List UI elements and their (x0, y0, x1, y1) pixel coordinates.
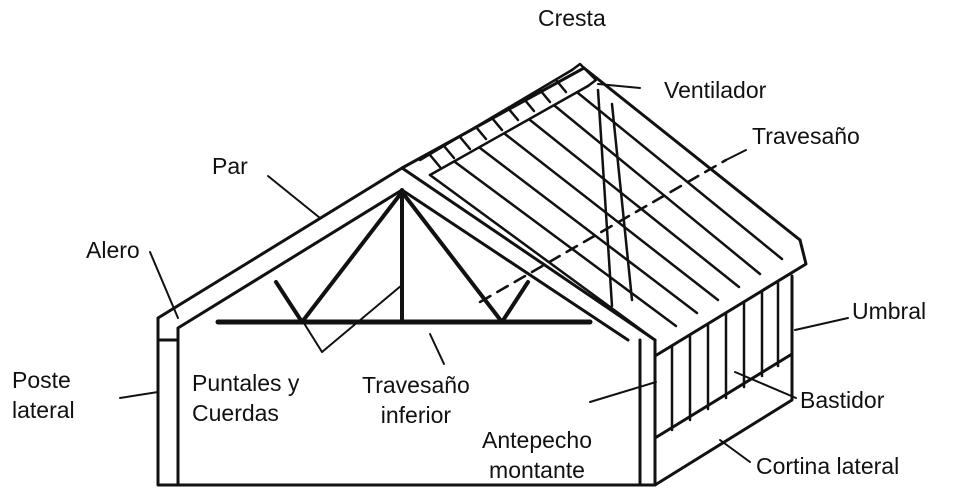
label-cortina-lateral: Cortina lateral (756, 453, 900, 479)
label-antepecho-line1: Antepecho (482, 427, 592, 453)
label-travesano-inferior-line2: inferior (380, 402, 452, 428)
front-rafter (156, 166, 657, 342)
label-par: Par (212, 153, 248, 179)
label-puntales-line1: Puntales y (192, 370, 300, 396)
label-cresta: Cresta (538, 5, 606, 31)
label-travesano: Travesaño (752, 123, 860, 149)
label-alero: Alero (86, 237, 140, 263)
truss-webs (274, 188, 530, 324)
dashed-purlin (478, 158, 728, 304)
ridge-vent-slats (428, 78, 568, 169)
label-umbral: Umbral (852, 298, 927, 324)
leader-lines (119, 83, 849, 463)
ridge-cap (418, 62, 598, 177)
front-gable-wall (156, 338, 642, 487)
label-ventilador: Ventilador (664, 77, 767, 103)
label-puntales-cuerdas: Puntales y Cuerdas (192, 368, 299, 428)
label-poste-lateral-line2: lateral (12, 397, 75, 423)
label-antepecho-line2: montante (489, 457, 585, 483)
wall-studs (670, 280, 780, 432)
label-poste-lateral-line1: Poste (12, 367, 71, 393)
label-bastidor: Bastidor (800, 387, 885, 413)
label-poste-lateral: Poste lateral (12, 365, 75, 425)
label-puntales-line2: Cuerdas (192, 400, 279, 426)
label-travesano-inferior: Travesaño inferior (362, 370, 470, 430)
label-antepecho-montante: Antepecho montante (482, 425, 592, 485)
label-travesano-inferior-line1: Travesaño (362, 372, 470, 398)
roof-battens (428, 88, 784, 342)
